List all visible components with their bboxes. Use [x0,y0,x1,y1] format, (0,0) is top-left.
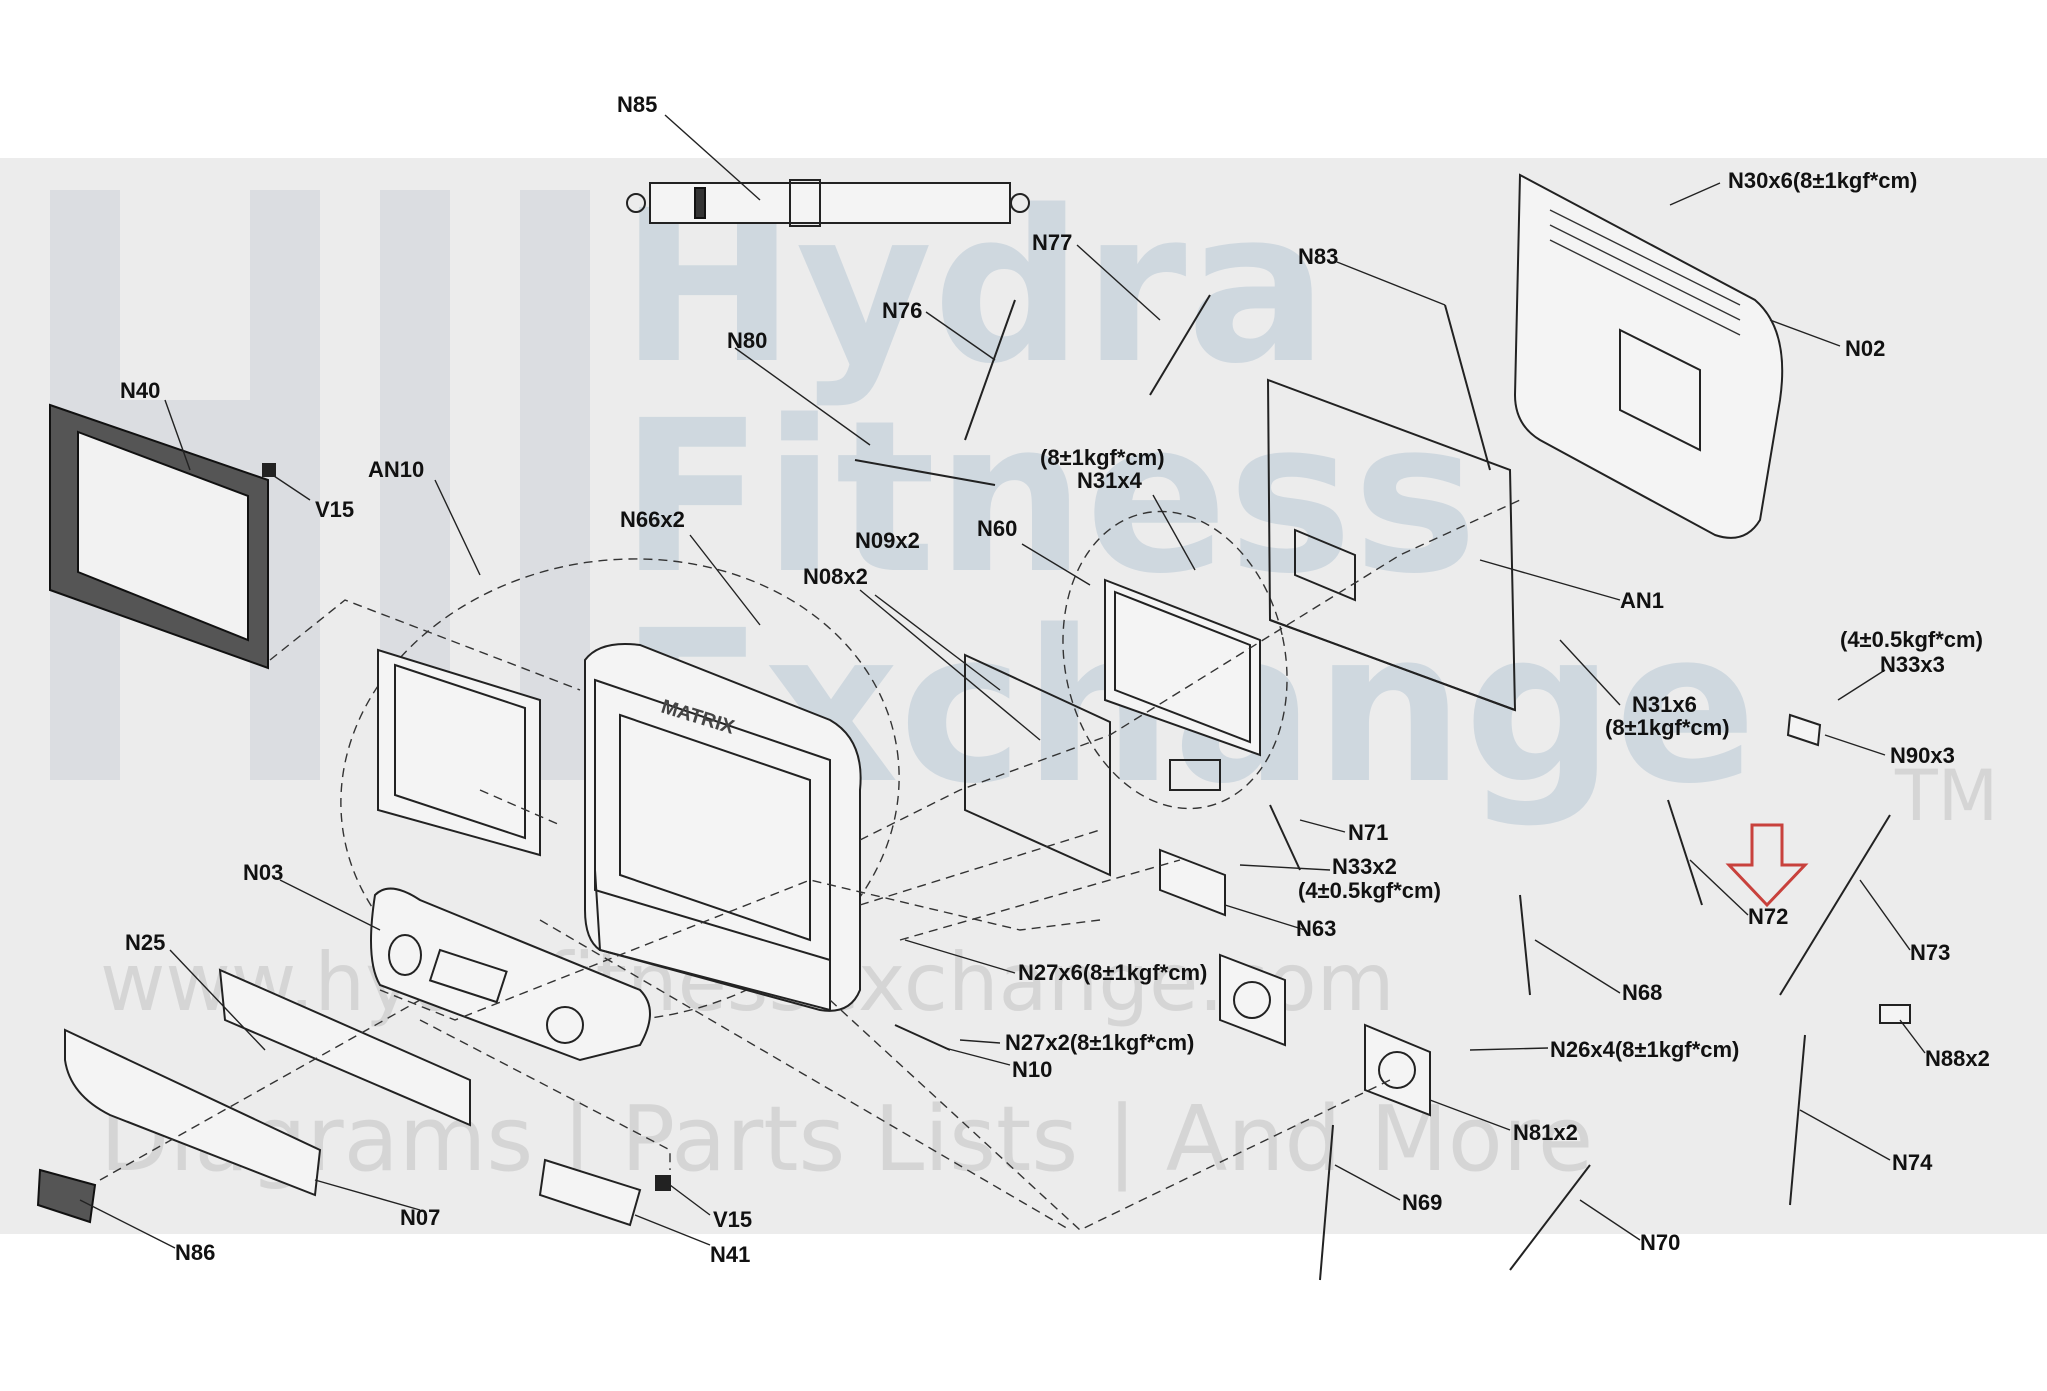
cable-n76 [964,299,1016,441]
callout-n74: N74 [1892,1150,1933,1175]
part-n25-strip [218,968,471,1127]
callout-n07: N07 [400,1205,440,1230]
callout-n60: N60 [977,516,1017,541]
callout-n41: N41 [710,1242,750,1267]
callout-an10: AN10 [368,457,424,482]
callout-n66x2: N66x2 [620,507,685,532]
part-n60-display [1104,578,1261,791]
callout-n81x2: N81x2 [1513,1120,1578,1145]
cable-n68 [1519,894,1531,996]
cable-n69 [1319,1124,1334,1281]
callout-v15-bottom: V15 [713,1207,752,1232]
an10-group-outline [340,558,900,1022]
part-n81-fan-b [1364,1023,1431,1117]
callout-n68: N68 [1622,980,1662,1005]
part-n41-badge [538,1158,671,1227]
callout-n33x3-torque: (4±0.5kgf*cm) [1840,627,1983,652]
part-n02-rear-cover [1513,173,1784,539]
callout-n83: N83 [1298,244,1338,269]
highlight-arrow-icon [1725,823,1809,908]
callout-n72: N72 [1748,904,1788,929]
n60-group-outline [1062,510,1288,810]
part-n40-frame [49,403,276,670]
cable-n70 [1509,1164,1591,1271]
callout-n10: N10 [1012,1057,1052,1082]
callout-n08x2: N08x2 [803,564,868,589]
watermark-line2: Fitness [620,375,1478,620]
callout-n09x2: N09x2 [855,528,920,553]
callout-n76: N76 [882,298,922,323]
assembly-dashed-lines [99,499,1521,1231]
cable-n73 [1779,814,1891,996]
callout-n40: N40 [120,378,160,403]
callout-n80: N80 [727,328,767,353]
callout-n63: N63 [1296,916,1336,941]
part-n10-bar [894,1024,951,1051]
callout-n90x3: N90x3 [1890,743,1955,768]
callout-n03: N03 [243,860,283,885]
watermark-tagline: Diagrams | Parts Lists | And More [100,1087,1593,1192]
callout-n85: N85 [617,92,657,117]
part-n90-bracket [1786,713,1822,747]
callout-n33x2: N33x2 [1332,854,1397,879]
callout-n31x6-torque: (8±1kgf*cm) [1605,715,1730,740]
callout-n31x6: N31x6 [1632,692,1697,717]
callout-n30x6: N30x6(8±1kgf*cm) [1728,168,1917,193]
part-n88-clip [1879,1004,1911,1024]
callout-n02: N02 [1845,336,1885,361]
callout-an1: AN1 [1620,588,1664,613]
callout-n25: N25 [125,930,165,955]
part-n07-strip [64,1028,322,1197]
cable-n74 [1789,1034,1806,1206]
callout-v15-top: V15 [315,497,354,522]
callout-n31x4-torque: (8±1kgf*cm) [1040,445,1165,470]
part-v15-top-square [262,463,276,477]
callout-n77: N77 [1032,230,1072,255]
part-console-housing: MATRIX [584,643,862,1012]
callout-n69: N69 [1402,1190,1442,1215]
watermark-tm: TM [1894,755,1998,837]
callout-n73: N73 [1910,940,1950,965]
watermark-bars [380,190,590,780]
part-n03-trim [370,887,651,1062]
callout-n70: N70 [1640,1230,1680,1255]
callout-n27x6: N27x6(8±1kgf*cm) [1018,960,1207,985]
callout-n86: N86 [175,1240,215,1265]
part-n09-glass [964,653,1111,877]
part-n63-board [1159,848,1226,917]
leader-lines [79,114,1926,1249]
part-n86-grille [36,1168,97,1224]
callout-n26x4: N26x4(8±1kgf*cm) [1550,1037,1739,1062]
cable-n83 [1444,304,1491,471]
part-an1-frame [1266,378,1517,712]
cable-n77 [1149,294,1211,396]
callout-n71: N71 [1348,820,1388,845]
part-v15-bottom-square [655,1175,671,1191]
part-n85-bar [626,179,1030,227]
callout-n33x2-torque: (4±0.5kgf*cm) [1298,878,1441,903]
part-window-bezel [377,648,541,857]
cable-n71 [1269,804,1301,871]
callout-n88x2: N88x2 [1925,1046,1990,1071]
callout-n31x4: N31x4 [1077,468,1143,493]
part-n81-fan-a [1219,953,1286,1047]
callout-n33x3: N33x3 [1880,652,1945,677]
cable-n72 [1667,799,1703,906]
cable-n80 [854,459,996,486]
callout-n27x2: N27x2(8±1kgf*cm) [1005,1030,1194,1055]
